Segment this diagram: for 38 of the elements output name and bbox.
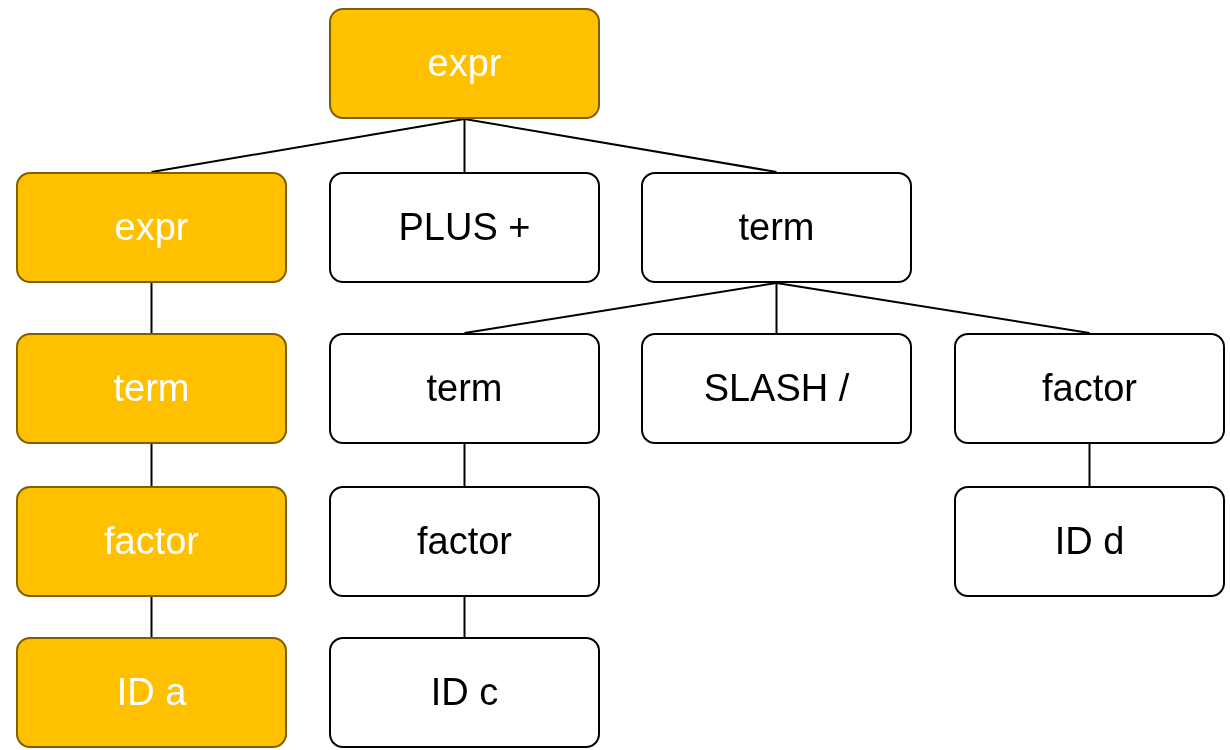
tree-node-box (329, 333, 600, 444)
tree-node-box (16, 333, 287, 444)
node-label: expr (114, 206, 189, 249)
tree-edge (775, 282, 1091, 334)
tree-edge (463, 118, 466, 173)
tree-edge (463, 596, 466, 638)
tree-node-box (329, 486, 600, 597)
tree-edge (150, 443, 153, 487)
tree-edge (1088, 443, 1091, 487)
node-label: term (426, 367, 503, 410)
tree-node-box (329, 8, 600, 119)
tree-node-box (641, 172, 912, 283)
node-label: ID d (1054, 520, 1125, 563)
tree-node-box (954, 333, 1225, 444)
node-label: term (738, 206, 815, 249)
node-label: term (113, 367, 190, 410)
node-label: factor (1041, 367, 1137, 410)
node-label: SLASH / (703, 367, 850, 410)
node-label: ID a (116, 671, 187, 714)
tree-edge (150, 282, 153, 334)
tree-node-box (16, 172, 287, 283)
tree-edge (463, 118, 778, 173)
tree-node-box (329, 637, 600, 748)
node-label: expr (427, 42, 502, 85)
tree-node-box (16, 486, 287, 597)
tree-edge (775, 282, 778, 334)
tree-edge (463, 443, 466, 487)
node-label: factor (103, 520, 199, 563)
tree-node-box (641, 333, 912, 444)
tree-node-box (16, 637, 287, 748)
tree-edge (463, 282, 778, 334)
node-label: ID c (430, 671, 499, 714)
tree-edge (150, 596, 153, 638)
tree-node-box (329, 172, 600, 283)
tree-node-box (954, 486, 1225, 597)
node-label: PLUS + (398, 206, 531, 249)
node-label: factor (416, 520, 512, 563)
tree-edge (150, 118, 466, 173)
